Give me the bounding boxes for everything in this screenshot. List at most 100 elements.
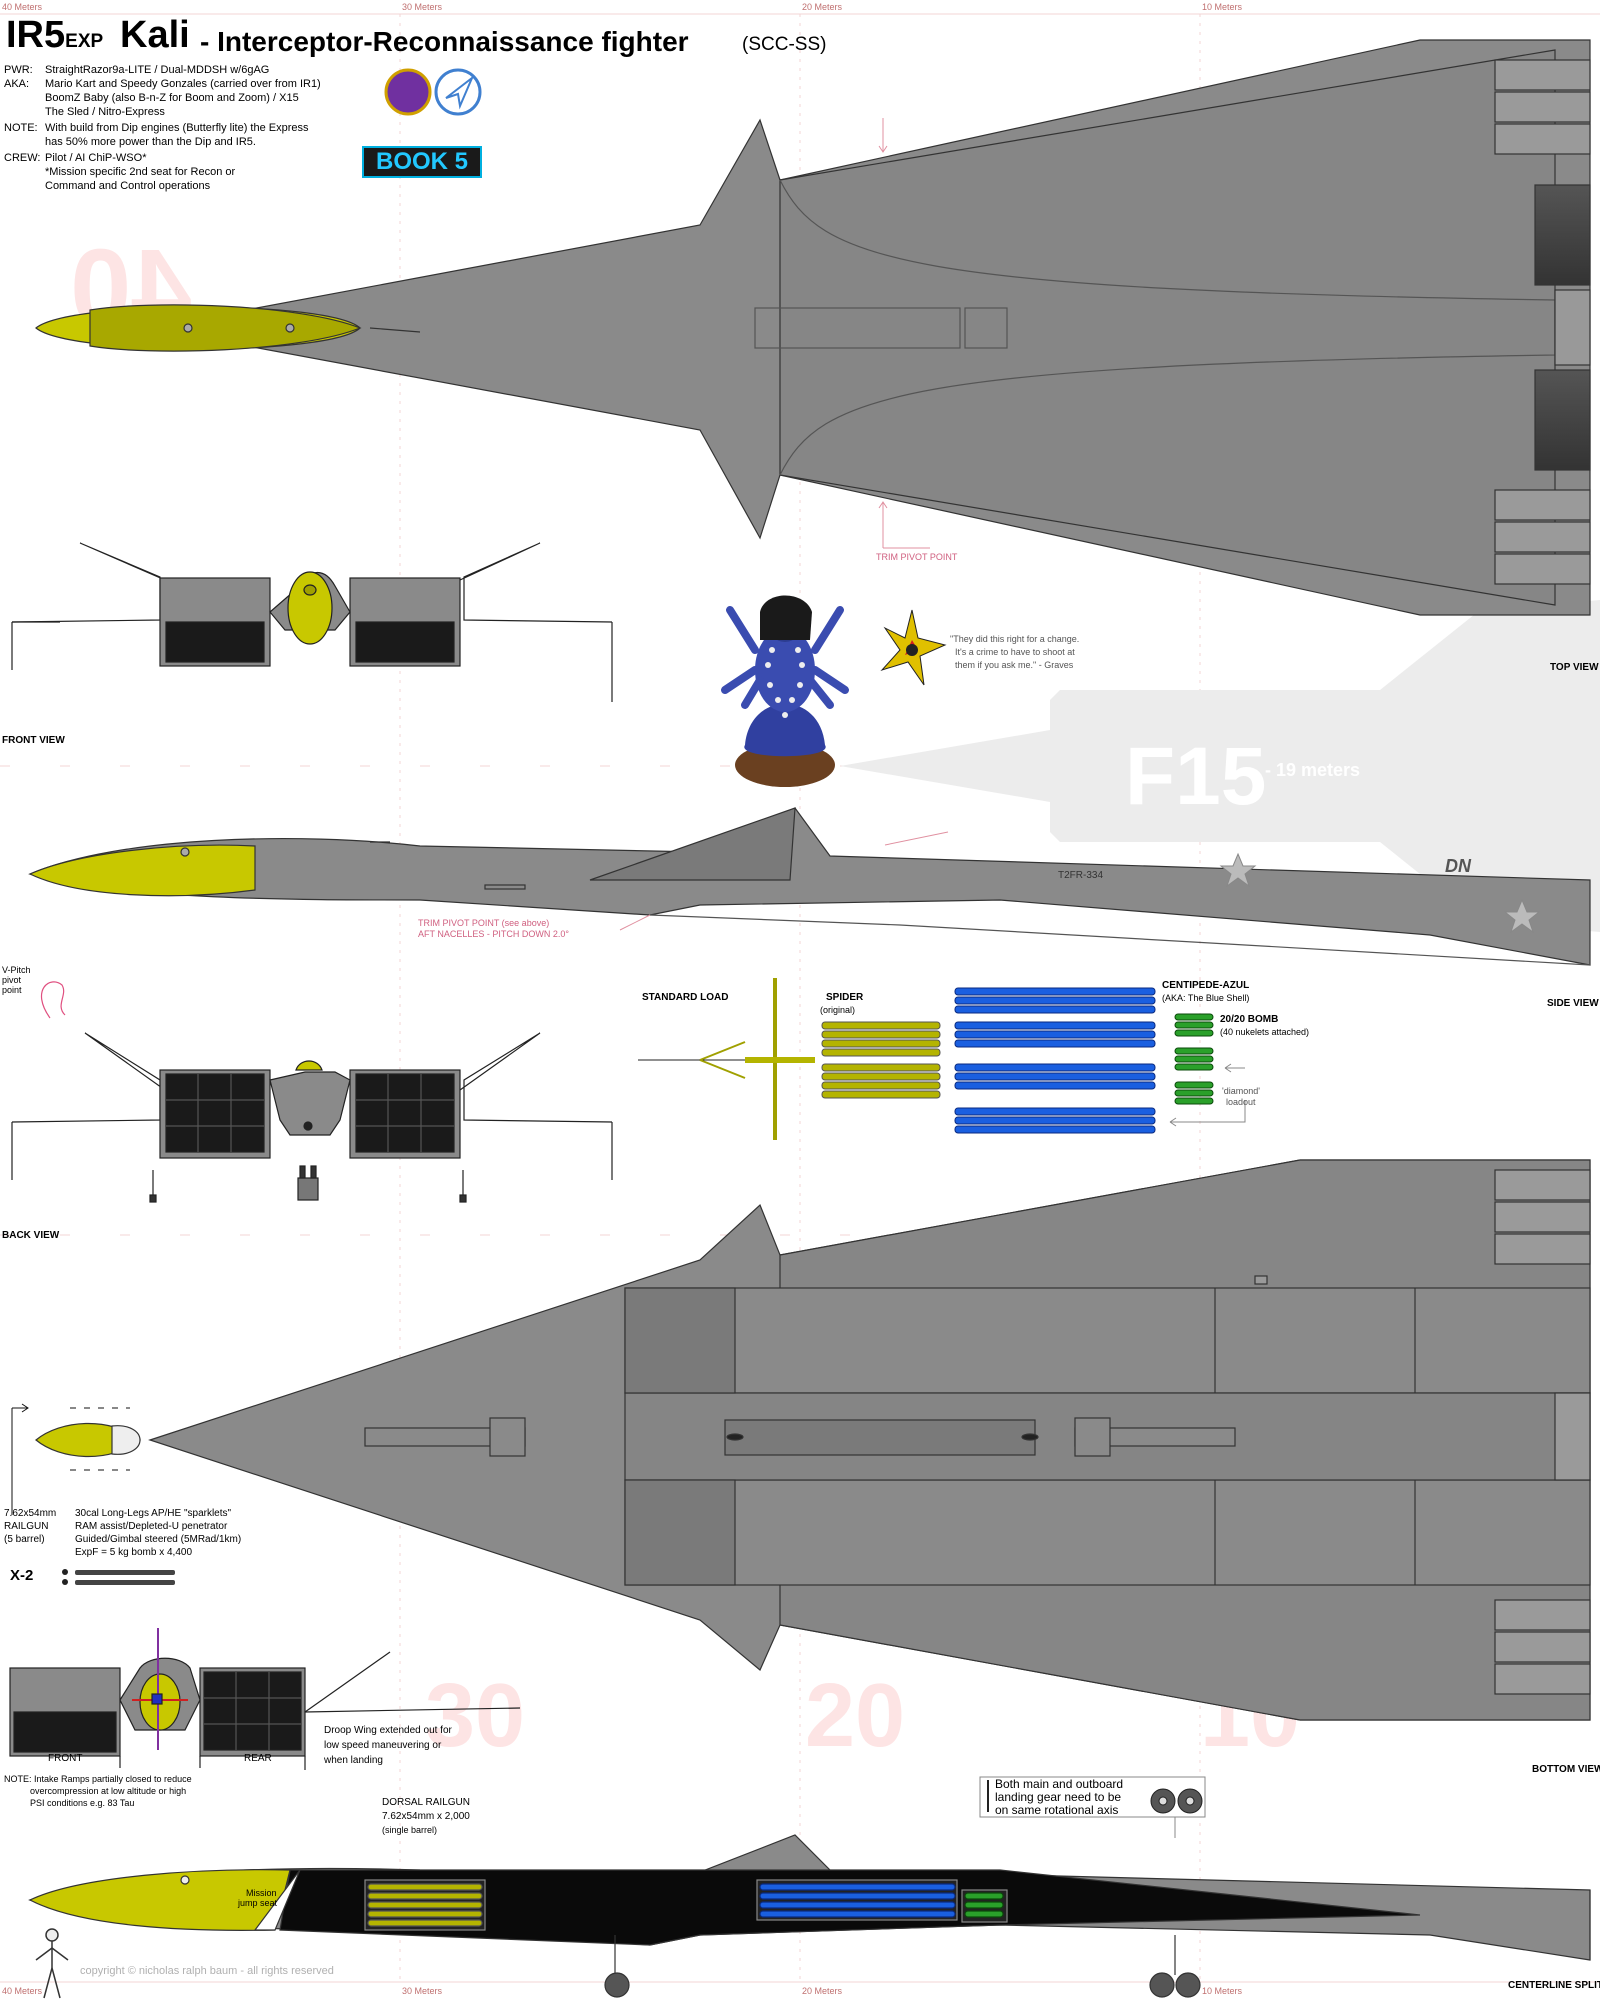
spec-crew-line-3: Command and Control operations: [45, 180, 211, 192]
spec-key-pwr: PWR:: [4, 64, 33, 76]
ruler-top-40: 40 Meters: [2, 2, 43, 12]
arrow-emblem-icon: [434, 68, 482, 116]
spec-note-line-1: With build from Dip engines (Butterfly l…: [45, 122, 309, 134]
spec-key-note: NOTE:: [4, 122, 38, 134]
droop-line-2: low speed maneuvering or: [324, 1740, 442, 1751]
lower-rear-label: REAR: [244, 1753, 272, 1764]
trim-pivot-side-label-2: AFT NACELLES - PITCH DOWN 2.0°: [418, 929, 569, 939]
centipede-missiles: [954, 987, 1156, 1134]
railgun-left-3: (5 barrel): [4, 1534, 45, 1545]
x2-label: X-2: [10, 1567, 34, 1584]
railgun-right-1: 30cal Long-Legs AP/HE "sparklets": [75, 1508, 232, 1519]
trim-pivot-label: TRIM PIVOT POINT: [876, 552, 958, 562]
ruler-bottom-20: 20 Meters: [802, 1986, 843, 1996]
note-line-3: PSI conditions e.g. 83 Tau: [30, 1798, 135, 1808]
star-emblem-icon: [880, 609, 947, 686]
model-suffix: EXP: [65, 31, 104, 52]
centipede-label: CENTIPEDE-AZUL: [1162, 980, 1250, 991]
front-view-aircraft: [11, 542, 613, 702]
standard-load-drawing: [638, 978, 815, 1140]
railgun-right-2: RAM assist/Depleted-U penetrator: [75, 1521, 228, 1532]
model-code: IR5: [6, 14, 66, 56]
spec-key-aka: AKA:: [4, 78, 30, 90]
ruler-top-10: 10 Meters: [1202, 2, 1243, 12]
lower-front-rear-view: [9, 1628, 521, 1770]
quote-line-1: "They did this right for a change.: [950, 634, 1080, 644]
spider-label: SPIDER: [826, 992, 864, 1003]
vpitch-label-2: pivot: [2, 975, 22, 985]
bg-number-bottom-30: 30: [425, 1666, 526, 1766]
centipede-sub-label: (AKA: The Blue Shell): [1162, 993, 1250, 1003]
top-view-aircraft: [35, 39, 1591, 616]
skeleton-scale-figure: [35, 1928, 69, 1999]
mission-seat-line-1: Mission: [246, 1888, 277, 1898]
landing-line-3: on same rotational axis: [995, 1803, 1119, 1817]
side-view-aircraft: [28, 807, 1591, 966]
droop-line-3: when landing: [324, 1755, 383, 1766]
railgun-right-3: Guided/Gimbal steered (5MRad/1km): [75, 1534, 242, 1545]
diamond-label-1: 'diamond': [1222, 1086, 1260, 1096]
aircraft-designation: (SCC-SS): [742, 34, 827, 55]
landing-line-2: landing gear need to be: [995, 1790, 1122, 1804]
vpitch-label-1: V-Pitch: [2, 965, 31, 975]
front-view-label: FRONT VIEW: [2, 735, 65, 746]
aircraft-name: Kali: [120, 14, 190, 56]
side-view-label: SIDE VIEW: [1547, 998, 1599, 1009]
vpitch-label-3: point: [2, 985, 22, 995]
model-title: IR5EXP: [6, 14, 103, 63]
centerline-split-aircraft: [28, 1834, 1591, 1998]
ruler-bottom-30: 30 Meters: [402, 1986, 443, 1996]
quote-line-3: them if you ask me." - Graves: [955, 660, 1074, 670]
f15-length-label: - 19 meters: [1265, 760, 1361, 780]
mission-seat-line-2: jump seat: [238, 1898, 278, 1908]
back-view-label: BACK VIEW: [2, 1230, 60, 1241]
dorsal-line-2: 7.62x54mm x 2,000: [382, 1811, 470, 1822]
ruler-top-30: 30 Meters: [402, 2, 443, 12]
book-badge: BOOK 5: [362, 146, 482, 178]
quote-line-2: It's a crime to have to shoot at: [955, 647, 1075, 657]
spec-pwr-line-1: StraightRazor9a-LITE / Dual-MDDSH w/6gAG: [45, 64, 270, 76]
top-view-label: TOP VIEW: [1550, 662, 1599, 673]
landing-line-1: Both main and outboard: [995, 1777, 1124, 1791]
copyright: copyright © nicholas ralph baum - all ri…: [80, 1965, 334, 1977]
lower-front-label: FRONT: [48, 1753, 83, 1764]
ruler-top-20: 20 Meters: [802, 2, 843, 12]
f15-label: F15: [1125, 731, 1267, 822]
dn-code: DN: [1445, 856, 1471, 876]
bomb-clusters: [1174, 1013, 1214, 1105]
spider-missiles: [821, 1021, 941, 1099]
kali-figure: [721, 595, 849, 787]
bottom-view-label: BOTTOM VIEW: [1532, 1764, 1600, 1775]
landing-gear-note: [979, 1776, 1206, 1838]
ruler-bottom-40: 40 Meters: [2, 1986, 43, 1996]
note-line-1: NOTE: Intake Ramps partially closed to r…: [4, 1774, 192, 1784]
spec-crew-line-2: *Mission specific 2nd seat for Recon or: [45, 166, 236, 178]
dorsal-line-3: (single barrel): [382, 1825, 438, 1835]
mig-logo-icon: [384, 68, 432, 116]
spec-crew-line-1: Pilot / AI ChiP-WSO*: [45, 152, 147, 164]
dorsal-line-1: DORSAL RAILGUN: [382, 1797, 470, 1808]
tail-code: T2FR-334: [1058, 870, 1104, 881]
railgun-left-1: 7.62x54mm: [4, 1508, 57, 1519]
standard-load-label: STANDARD LOAD: [642, 992, 729, 1003]
spec-key-crew: CREW:: [4, 152, 41, 164]
bomb-sub-label: (40 nukelets attached): [1220, 1027, 1310, 1037]
spec-aka-line-3: The Sled / Nitro-Express: [45, 106, 165, 118]
aircraft-subtitle: - Interceptor-Reconnaissance fighter: [200, 26, 689, 57]
x2-rounds: [62, 1569, 175, 1585]
centerline-split-label: CENTERLINE SPLIT: [1508, 1980, 1600, 1991]
spider-sub-label: (original): [820, 1005, 856, 1015]
bomb-label: 20/20 BOMB: [1220, 1014, 1279, 1025]
note-line-2: overcompression at low altitude or high: [30, 1786, 187, 1796]
bottom-view-aircraft: [35, 1159, 1591, 1721]
droop-line-1: Droop Wing extended out for: [324, 1725, 452, 1736]
railgun-right-4: ExpF = 5 kg bomb x 4,400: [75, 1547, 193, 1558]
railgun-left-2: RAILGUN: [4, 1521, 49, 1532]
back-view-aircraft: [11, 1032, 613, 1203]
spec-note-line-2: has 50% more power than the Dip and IR5.: [45, 136, 256, 148]
bg-number-bottom-20: 20: [805, 1666, 906, 1766]
diamond-label-2: loadout: [1226, 1097, 1256, 1107]
ruler-bottom-10: 10 Meters: [1202, 1986, 1243, 1996]
spec-aka-line-2: BoomZ Baby (also B-n-Z for Boom and Zoom…: [45, 92, 299, 104]
